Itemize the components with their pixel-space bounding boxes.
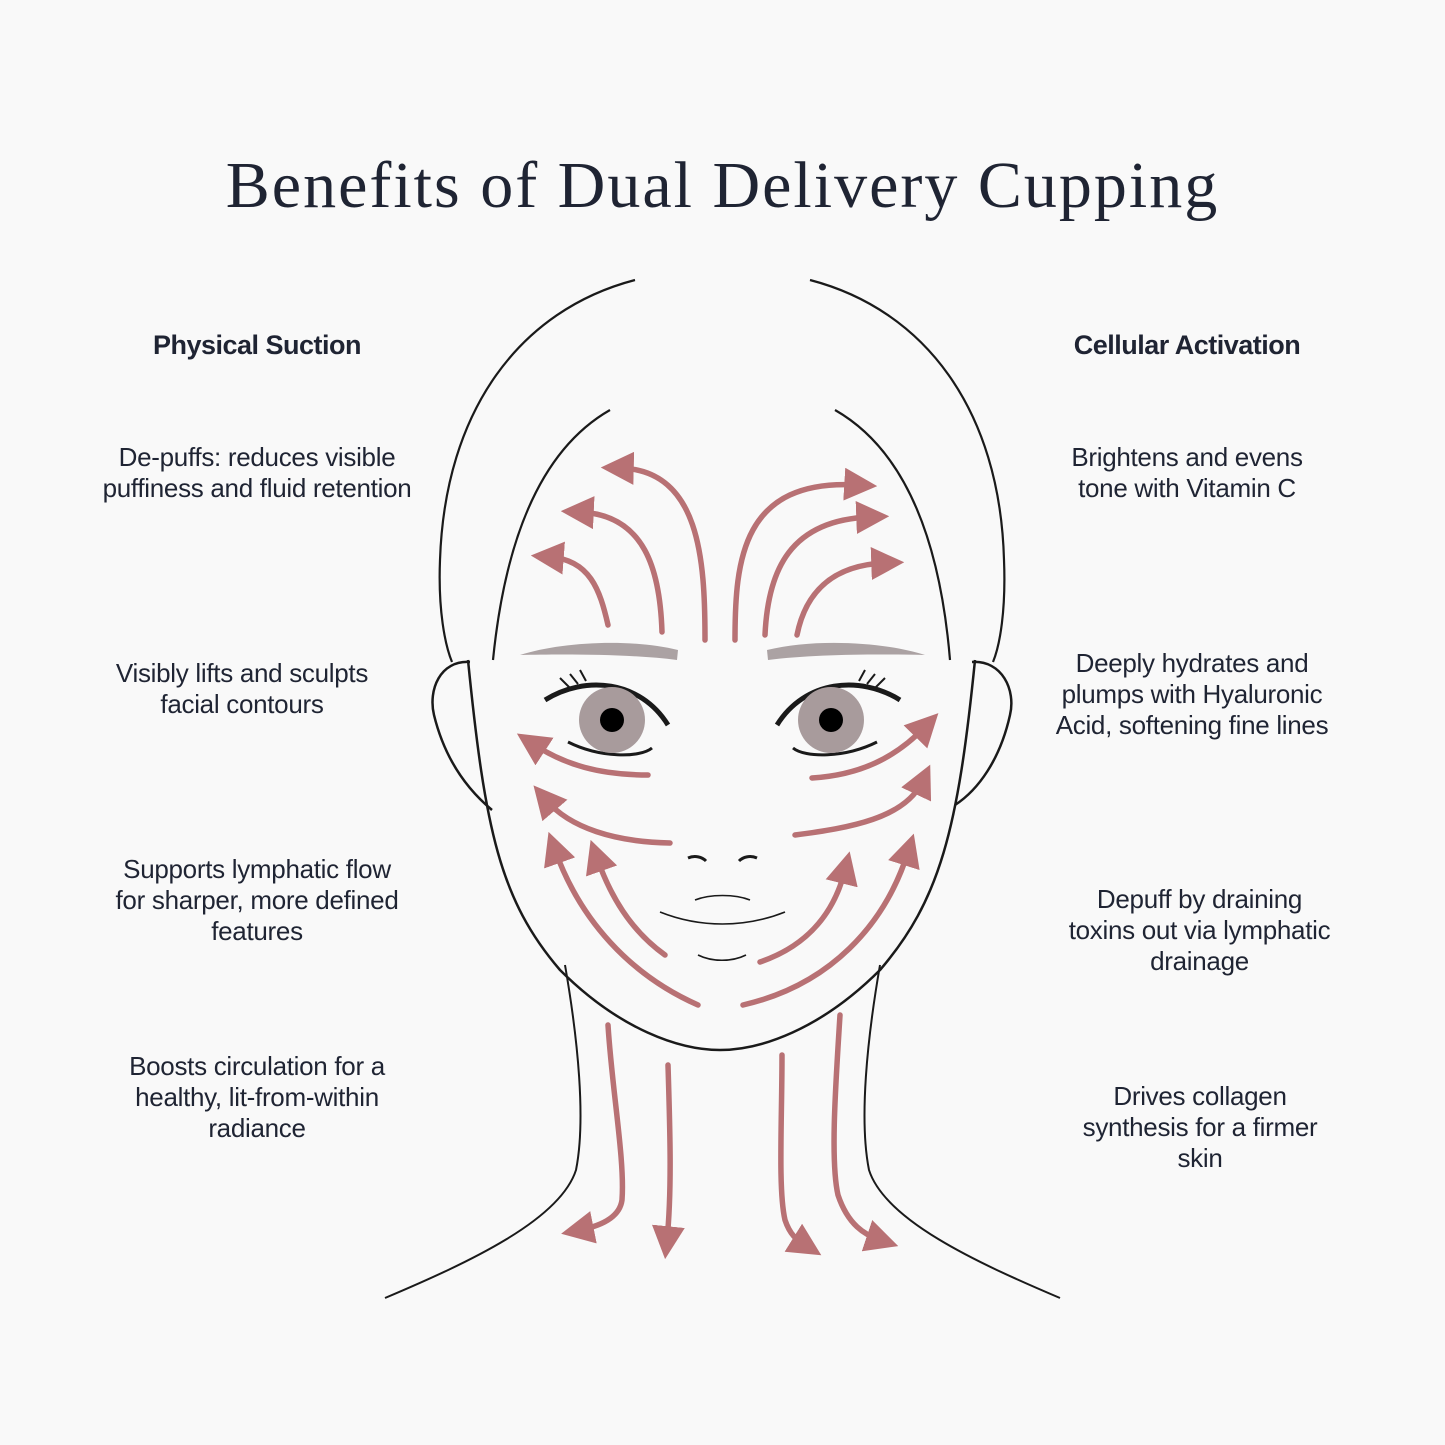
right-benefit-4: Drives collagen synthesis for a firmer s… — [1082, 1081, 1318, 1173]
eyebrow-right — [767, 642, 925, 660]
cellular-activation-heading: Cellular Activation — [1073, 330, 1301, 360]
arrow-neck-4 — [831, 1012, 899, 1252]
arrow-undereye-left — [516, 733, 651, 778]
arrow-cheek-left — [533, 785, 673, 846]
left-benefit-1: De-puffs: reduces visible puffiness and … — [102, 442, 412, 503]
arrow-neck-2 — [651, 1062, 685, 1260]
massage-arrows — [516, 451, 939, 1260]
arrow-undereye-right — [809, 713, 939, 781]
arrow-forehead-left-2 — [560, 496, 665, 635]
arrow-forehead-left-3 — [530, 541, 611, 628]
right-benefit-2: Deeply hydrates and plumps with Hyaluron… — [1055, 648, 1329, 740]
eye-right — [774, 669, 902, 757]
arrow-forehead-right-3 — [794, 547, 905, 638]
arrow-jaw-left-2 — [544, 831, 701, 1008]
hair-outline — [438, 278, 1006, 663]
mouth — [659, 894, 786, 962]
right-benefit-3: Depuff by draining toxins out via lympha… — [1068, 884, 1331, 976]
arrow-jaw-right-1 — [757, 851, 858, 965]
ear-left — [431, 660, 493, 811]
arrow-forehead-right-1 — [732, 467, 878, 643]
arrow-neck-1 — [561, 1022, 626, 1244]
eye-left — [543, 669, 671, 757]
left-benefit-2: Visibly lifts and sculpts facial contour… — [115, 658, 369, 719]
arrow-neck-3 — [778, 1052, 822, 1256]
page-title: Benefits of Dual Delivery Cupping — [225, 149, 1220, 222]
arrow-cheek-right — [792, 764, 932, 838]
arrow-jaw-right-2 — [740, 833, 920, 1008]
neck-outline — [384, 964, 1061, 1299]
arrow-jaw-left-1 — [585, 839, 668, 958]
nose — [687, 855, 758, 863]
arrow-forehead-right-2 — [762, 501, 890, 638]
eyebrow-left — [520, 642, 678, 660]
left-benefit-3: Supports lymphatic flow for sharper, mor… — [115, 854, 399, 946]
right-benefit-1: Brightens and evens tone with Vitamin C — [1071, 442, 1303, 503]
arrow-forehead-left-1 — [600, 451, 708, 643]
left-benefit-4: Boosts circulation for a healthy, lit-fr… — [129, 1051, 385, 1143]
face-outline — [466, 659, 977, 1052]
ear-right — [954, 660, 1013, 807]
physical-suction-heading: Physical Suction — [152, 330, 362, 360]
